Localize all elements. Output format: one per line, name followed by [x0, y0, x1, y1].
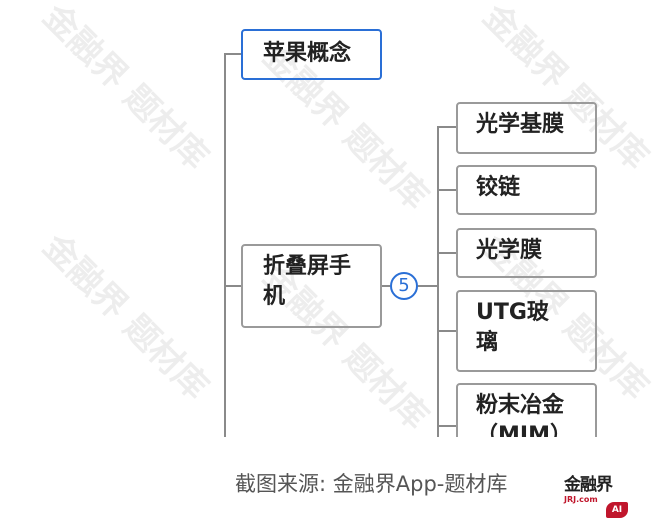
- collapse-count-badge[interactable]: 5: [390, 272, 418, 300]
- topic-node-apple-concept[interactable]: 苹果概念: [241, 29, 382, 80]
- jrj-logo: 金融界 JRJ.com AI: [564, 470, 634, 520]
- connector-line: [224, 285, 242, 287]
- connector-line: [437, 252, 457, 254]
- subtopic-node[interactable]: 光学膜: [456, 228, 597, 278]
- source-caption: 截图来源: 金融界App-题材库: [235, 472, 508, 496]
- connector-line: [418, 285, 438, 287]
- watermark: 金融界 题材库: [34, 226, 216, 408]
- topic-node-foldable-phone[interactable]: 折叠屏手机: [241, 244, 382, 328]
- connector-line: [437, 126, 439, 437]
- connector-line: [224, 54, 226, 437]
- connector-line: [437, 425, 457, 427]
- subtopic-node[interactable]: 铰链: [456, 165, 597, 215]
- connector-line: [224, 53, 242, 55]
- subtopic-node[interactable]: UTG玻璃: [456, 290, 597, 372]
- subtopic-node[interactable]: 粉末冶金（MIM）: [456, 383, 597, 437]
- subtopic-node[interactable]: 光学基膜: [456, 102, 597, 154]
- connector-line: [382, 285, 390, 287]
- connector-line: [437, 189, 457, 191]
- mindmap-canvas: 金融界 题材库 金融界 题材库 金融界 题材库 金融界 题材库 金融界 题材库 …: [34, 0, 656, 437]
- connector-line: [437, 126, 457, 128]
- watermark: 金融界 题材库: [34, 0, 216, 178]
- connector-line: [437, 330, 457, 332]
